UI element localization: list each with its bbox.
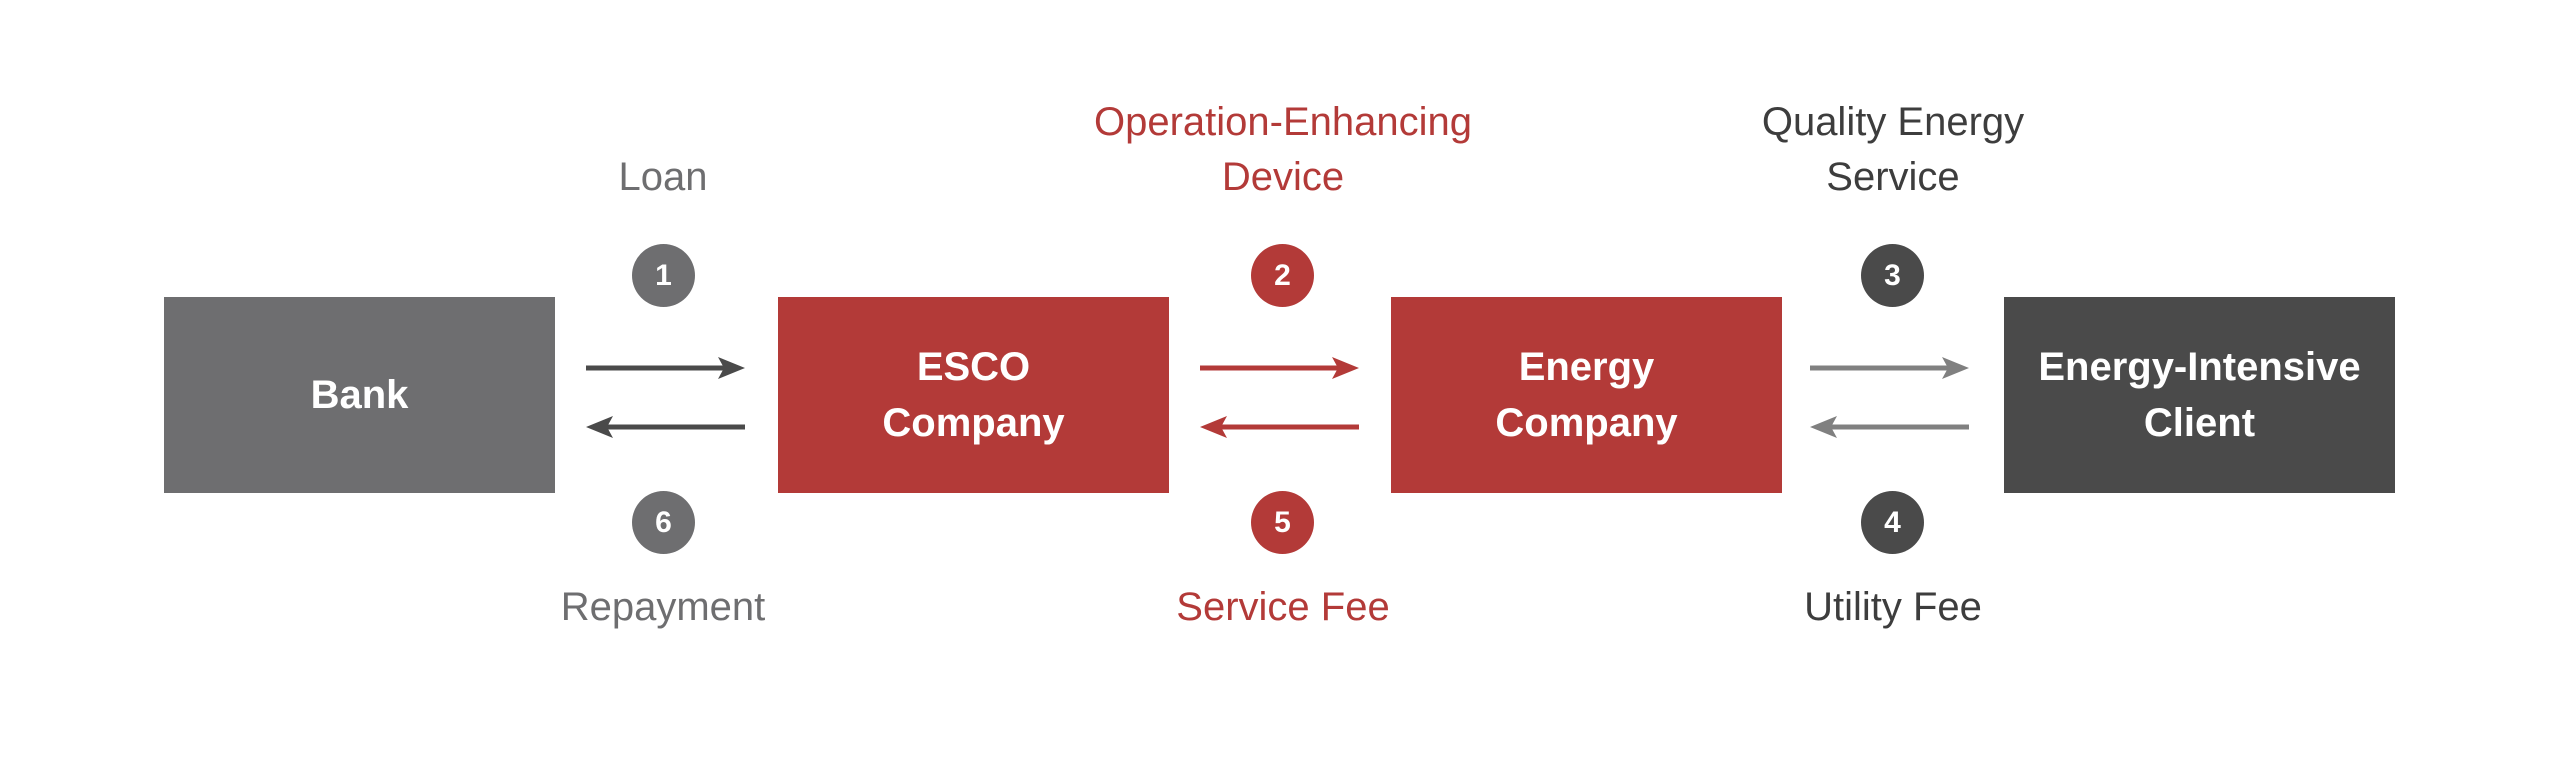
arrow-operation-enhancing-device (1200, 357, 1359, 379)
step-6-badge: 6 (632, 491, 695, 554)
node-energy-company: Energy Company (1391, 297, 1782, 493)
arrow-loan (586, 357, 745, 379)
node-energy-intensive-client: Energy-Intensive Client (2004, 297, 2395, 493)
node-energy-company-label: Energy Company (1495, 345, 1678, 445)
node-bank: Bank (164, 297, 555, 493)
step-2-badge: 2 (1251, 244, 1314, 307)
flow-label-utility-fee: Utility Fee (1804, 585, 1982, 629)
flow-label-quality-energy-service: Quality Energy Service (1761, 100, 2025, 199)
step-5-badge: 5 (1251, 491, 1314, 554)
node-bank-label: Bank (310, 373, 409, 417)
arrow-service-fee (1200, 416, 1359, 438)
arrow-quality-energy-service (1810, 357, 1969, 379)
arrow-repayment (586, 416, 745, 438)
step-3-badge: 3 (1861, 244, 1924, 307)
flow-label-repayment: Repayment (560, 585, 766, 629)
step-4-badge: 4 (1861, 491, 1924, 554)
node-esco-company: ESCO Company (778, 297, 1169, 493)
flow-label-operation-enhancing-device: Operation-Enhancing Device (1093, 100, 1473, 199)
arrow-utility-fee (1810, 416, 1969, 438)
node-esco-company-label: ESCO Company (882, 345, 1065, 445)
node-energy-intensive-client-label: Energy-Intensive Client (2038, 345, 2361, 445)
flow-label-service-fee: Service Fee (1176, 585, 1390, 629)
step-1-badge: 1 (632, 244, 695, 307)
flow-label-loan: Loan (618, 155, 708, 199)
